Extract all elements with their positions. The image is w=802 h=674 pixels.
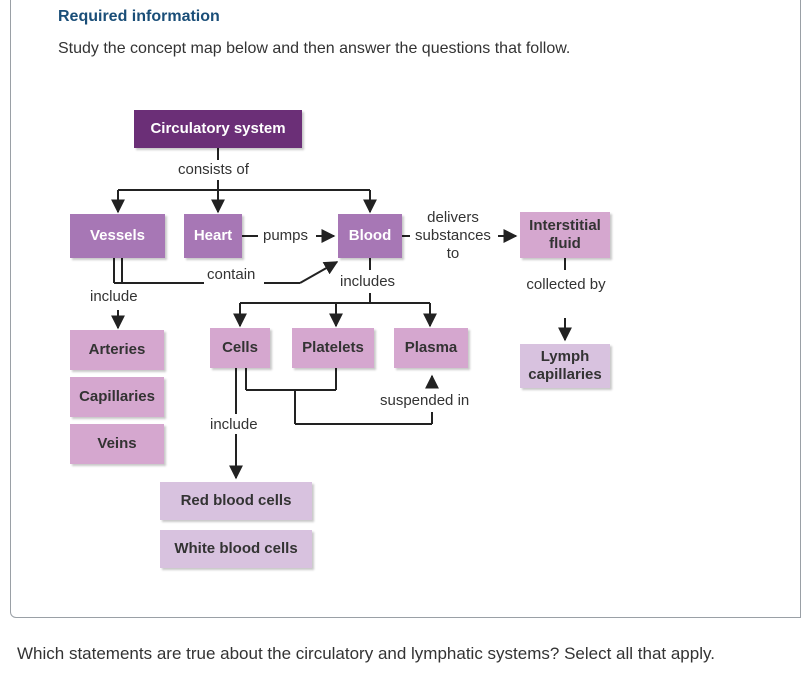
node-vessels: Vessels (70, 214, 165, 258)
node-capillaries: Capillaries (70, 377, 164, 417)
node-heart: Heart (184, 214, 242, 258)
link-consists-of: consists of (178, 161, 249, 178)
question-text: Which statements are true about the circ… (17, 644, 715, 663)
node-plasma: Plasma (394, 328, 468, 368)
instruction-text: Study the concept map below and then ans… (58, 40, 571, 57)
node-lymph-capillaries: Lymph capillaries (520, 344, 610, 388)
node-interstitial-fluid: Interstitial fluid (520, 212, 610, 258)
node-arteries: Arteries (70, 330, 164, 370)
link-pumps: pumps (263, 227, 309, 244)
node-white-blood-cells: White blood cells (160, 530, 312, 568)
link-collected-by: collected by (526, 276, 606, 293)
required-info-title: Required information (58, 8, 220, 25)
node-red-blood-cells: Red blood cells (160, 482, 312, 520)
link-includes: includes (340, 273, 396, 290)
node-veins: Veins (70, 424, 164, 464)
node-blood: Blood (338, 214, 402, 258)
node-cells: Cells (210, 328, 270, 368)
link-include-cells: include (210, 416, 258, 433)
node-platelets: Platelets (292, 328, 374, 368)
node-circulatory-system: Circulatory system (134, 110, 302, 148)
link-contain: contain (207, 266, 256, 283)
link-include-vessels: include (90, 288, 138, 305)
link-delivers-substances-to: delivers substances to (415, 209, 491, 262)
link-suspended-in: suspended in (380, 392, 470, 409)
question-panel (10, 0, 801, 618)
